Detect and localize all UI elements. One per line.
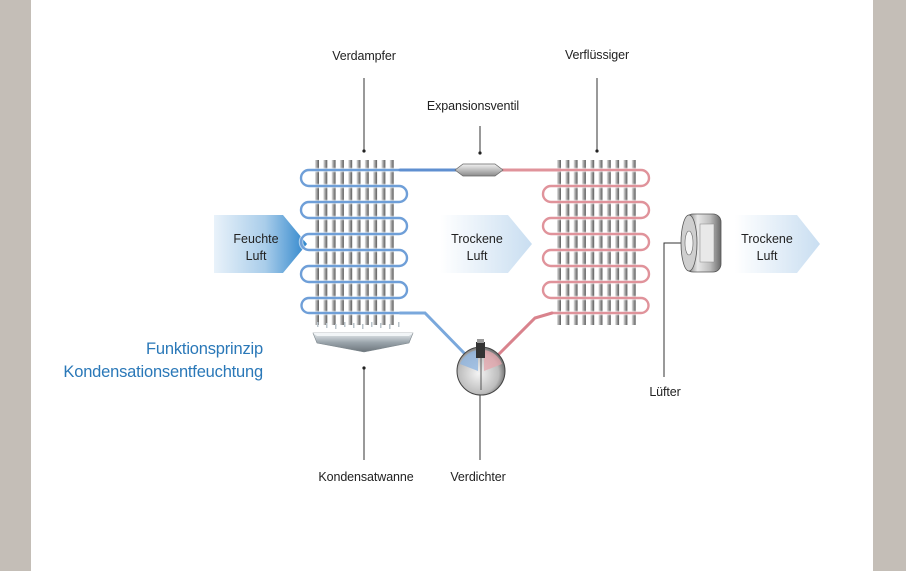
title-line-2: Kondensationsentfeuchtung [63,363,263,381]
pipe-compressor-to-condenser [496,311,554,357]
airflow-arrow-middle [440,215,532,273]
coil-fin [590,160,595,325]
coil-fin [323,160,328,325]
condensate-drop [353,323,355,328]
condensate-tray [312,322,414,353]
coil-fin [615,160,620,325]
condenser-coil [540,160,652,325]
condensate-drop [380,323,382,328]
coil-fin [557,160,561,325]
coil-fin [381,160,386,325]
condensate-drop [335,324,337,329]
airflow-arrow-inlet [214,215,307,273]
coil-fin [364,160,369,325]
arrow-middle-line-2: Luft [466,249,488,263]
fan [680,213,722,273]
condensate-drop [371,322,373,327]
coil-fin [356,160,361,325]
title-line-1: Funktionsprinzip [146,340,263,358]
arrow-outlet-line-2: Luft [756,249,778,263]
arrow-outlet-line-1: Trockene [741,232,793,246]
coil-fin [581,160,586,325]
label-fan: Lüfter [649,385,681,399]
coil-fin [331,160,336,325]
coil-fin [606,160,611,325]
condensate-drop [389,324,391,329]
condensate-drop [317,322,319,327]
arrow-label-middle: Trockene Luft [451,231,503,265]
coil-fin [348,160,353,325]
coil-fin [565,160,570,325]
arrow-middle-line-1: Trockene [451,232,503,246]
coil-fin [623,160,628,325]
arrow-inlet-line-1: Feuchte [233,232,279,246]
leader-lines [363,78,684,460]
coil-fin [631,160,636,325]
coil-fin [373,160,378,325]
coil-fin [315,160,319,325]
condensate-drop [398,322,400,327]
label-evaporator: Verdampfer [332,49,396,63]
diagram-title: Funktionsprinzip Kondensationsentfeuchtu… [63,338,263,384]
coil-pipe [541,168,651,315]
coil-fin [389,160,394,325]
coil-fin [339,160,344,325]
coil-pipe [299,168,409,315]
arrow-label-inlet: Feuchte Luft [233,231,278,265]
label-compressor: Verdichter [450,470,506,484]
arrow-inlet-line-2: Luft [245,249,267,263]
label-condenser: Verflüssiger [564,48,630,62]
coil-fin [573,160,578,325]
diagram-panel [31,0,873,571]
condensate-drop [344,322,346,327]
label-condensate-tray: Kondensatwanne [318,470,414,484]
condensate-drop [362,324,364,329]
leader-fan [663,242,684,377]
compressor [456,339,506,396]
pipe-evaporator-to-compressor [398,311,468,357]
condensate-drop [326,323,328,328]
evaporator-coil [298,160,410,325]
arrow-label-outlet: Trockene Luft [741,231,793,265]
label-expansion-valve: Expansionsventil [426,99,520,113]
airflow-arrow-outlet [735,215,820,273]
expansion-valve [454,163,504,177]
coil-fin [598,160,603,325]
